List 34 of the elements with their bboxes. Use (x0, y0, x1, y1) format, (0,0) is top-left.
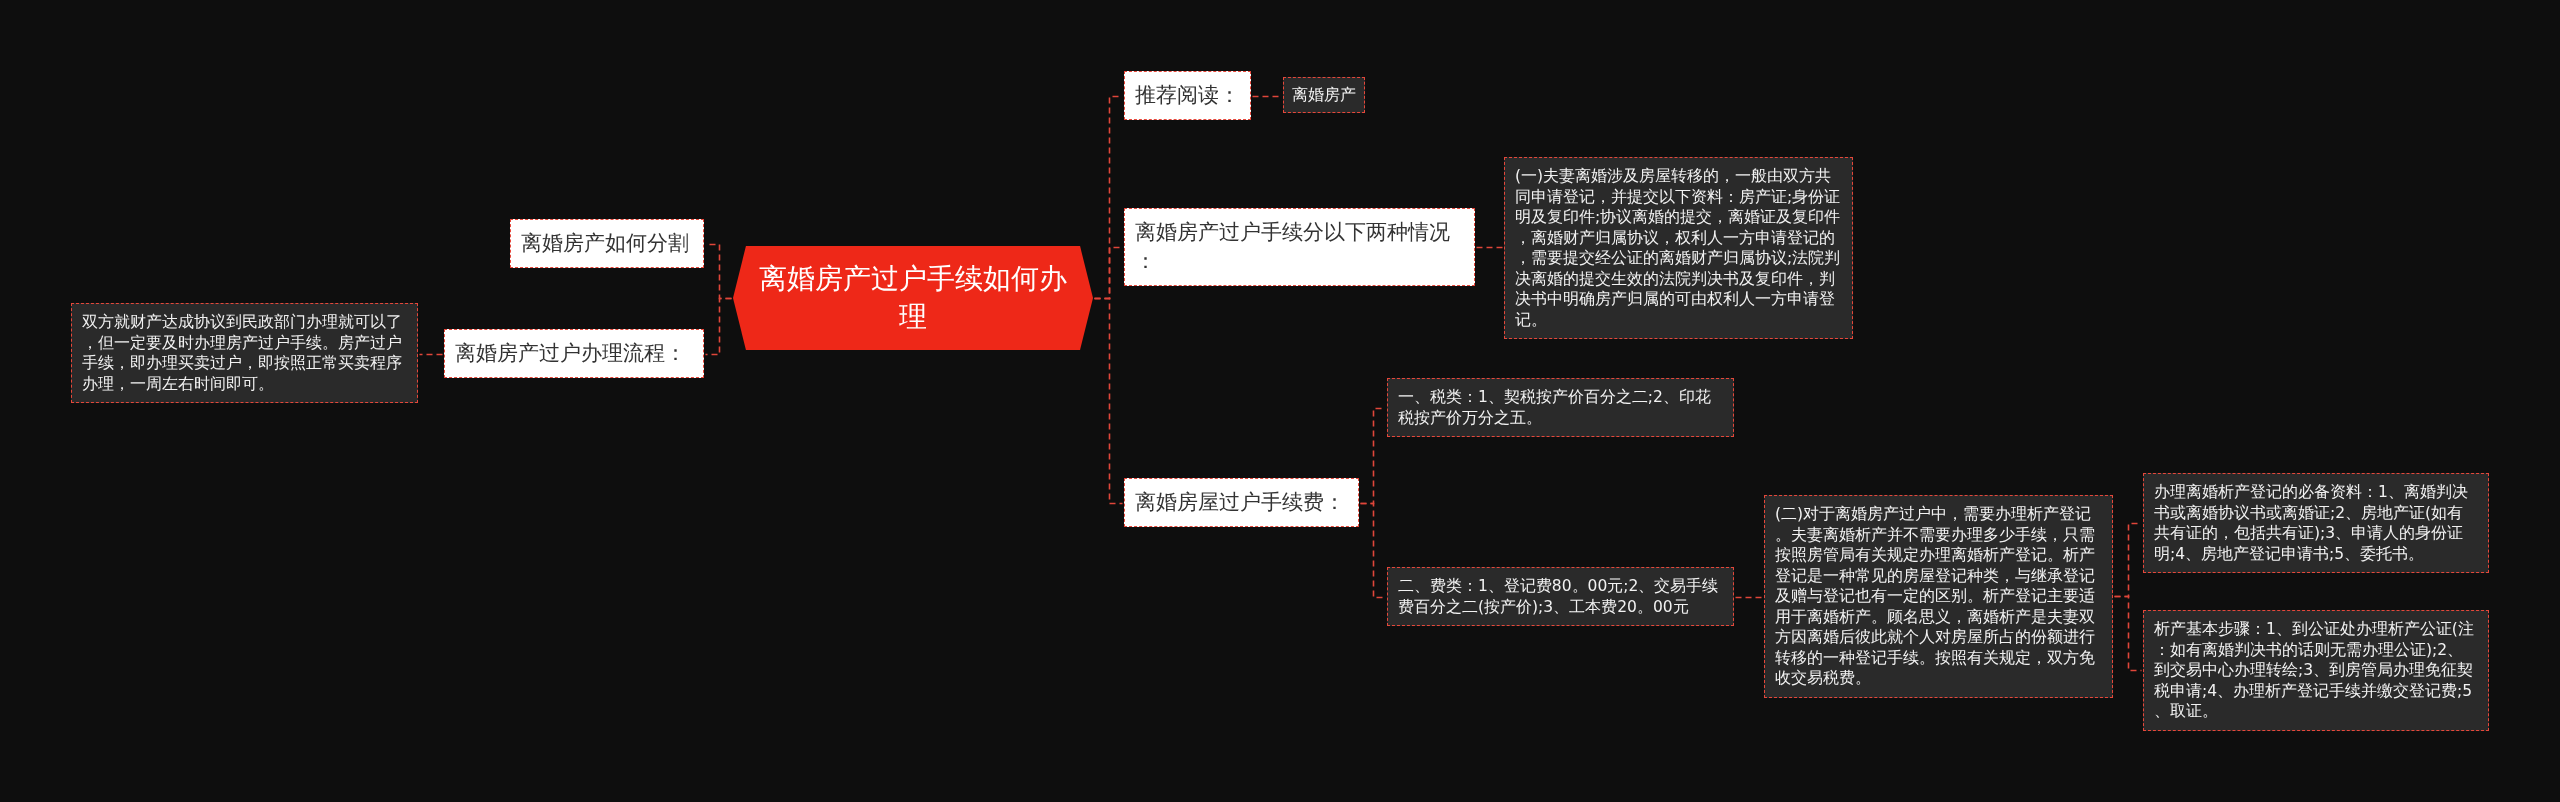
detail-text: (二)对于离婚房产过户中，需要办理析产登记。夫妻离婚析产并不需要办理多少手续，只需按照房管局有关规定办理离婚析产登记。析产登记是一种常见的房屋登记种类，与继承登记及赠与登记也有一定的区别。析产登记主要适用于离婚析产。顾名思义，离婚析产是夫妻双方因离婚后彼此就个人对房屋所占的份额进行转移的一种登记手续。按照有关规定，双方免收交易税费。 (1775, 504, 2096, 689)
detail-card (1504, 157, 1853, 339)
detail-text: 双方就财产达成协议到民政部门办理就可以了，但一定要及时办理房产过户手续。房产过户手续，即办理买卖过户，即按照正常买卖程序办理，一周左右时间即可。 (82, 312, 403, 394)
detail-text: 办理离婚析产登记的必备资料：1、离婚判决书或离婚协议书或离婚证;2、房地产证(如有共有证的，包括共有证);3、申请人的身份证明;4、房地产登记申请书;5、委托书。 (2154, 482, 2469, 564)
detail-card (1764, 495, 2113, 698)
detail-text: (一)夫妻离婚涉及房屋转移的，一般由双方共同申请登记，并提交以下资料：房产证;身份证明及复印件;协议离婚的提交，离婚证及复印件，离婚财产归属协议，权利人一方申请登记的，需要提交经公证的离婚财产归属协议;法院判决离婚的提交生效的法院判决书及复印件，判决书中明确房产归属的可由权利人一方申请登记。 (1515, 166, 1842, 330)
topic-card (1124, 71, 1251, 120)
central-topic-hexagon (733, 246, 1093, 350)
connector-line (1475, 246, 1504, 249)
detail-text: 一、税类：1、契税按产价百分之二;2、印花税按产价万分之五。 (1398, 387, 1712, 428)
detail-card (1387, 567, 1734, 626)
topic-label: 离婚房产过户办理流程： (455, 340, 687, 367)
connector-line (1734, 596, 1764, 599)
topic-label: 离婚房屋过户手续费： (1135, 489, 1346, 516)
detail-card (1387, 378, 1734, 437)
connector-line (704, 297, 733, 356)
connector-line (2113, 595, 2143, 672)
topic-label: 离婚房产过户手续分以下两种情况： (1135, 219, 1451, 275)
topic-card (1124, 208, 1475, 286)
tag-card (1283, 77, 1365, 113)
topic-label: 离婚房产如何分割 (521, 230, 690, 257)
connector-line (418, 353, 444, 356)
tag-label: 离婚房产 (1292, 84, 1356, 106)
detail-card (2143, 610, 2489, 731)
detail-card (2143, 473, 2489, 573)
topic-card (510, 219, 704, 268)
topic-card (444, 329, 704, 378)
topic-card (1124, 478, 1359, 527)
detail-card (71, 303, 418, 403)
detail-text: 析产基本步骤：1、到公证处办理析产公证(注：如有离婚判决书的话则无需办理公证);2、到交易中心办理转绘;3、到房管局办理免征契税申请;4、办理析产登记手续并缴交登记费;5、取证。 (2154, 619, 2475, 722)
central-topic-text: 离婚房产过户手续如何办理 (758, 261, 1068, 335)
detail-text: 二、费类：1、登记费80。00元;2、交易手续费百分之二(按产价);3、工本费20。00元 (1398, 576, 1720, 617)
topic-label: 推荐阅读： (1135, 82, 1240, 109)
connector-line (1093, 297, 1124, 505)
